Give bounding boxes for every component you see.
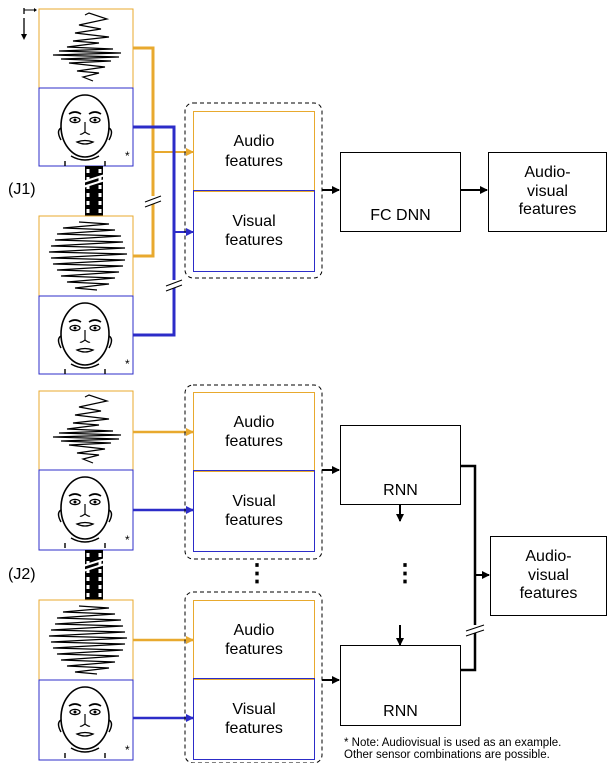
- j2-visual-features-box-top: Visual features: [193, 470, 315, 552]
- fc-dnn-box: FC DNN: [340, 152, 461, 232]
- j1-audiovisual-output-box: Audio- visual features: [488, 152, 607, 232]
- j1-audio-waveform-top: [38, 8, 134, 89]
- j1-audio-features-label: Audio features: [225, 133, 283, 170]
- j2-face-bottom: [38, 679, 134, 761]
- j2-audio-features-box-bottom: Audio features: [193, 600, 315, 680]
- j2-face-top-asterisk: *: [125, 533, 130, 547]
- j2-audio-features-label-top: Audio features: [225, 413, 283, 450]
- rnn-box-top: RNN: [340, 425, 461, 505]
- j1-label: (J1): [8, 181, 36, 198]
- j1-face-top-asterisk: *: [125, 149, 130, 163]
- j2-label: (J2): [8, 566, 36, 583]
- j2-face-bottom-asterisk: *: [125, 743, 130, 757]
- j2-audio-waveform-bottom: [38, 599, 134, 681]
- features-ellipsis: ⋮: [245, 560, 269, 587]
- rnn-top-label: RNN: [383, 482, 418, 499]
- j1-audiovisual-output-label: Audio- visual features: [518, 164, 577, 219]
- j2-audio-waveform-top: [38, 390, 134, 471]
- time-axis-icon: [21, 8, 37, 40]
- footnote: * Note: Audiovisual is used as an exampl…: [344, 737, 561, 761]
- j2-audio-features-label-bottom: Audio features: [225, 621, 283, 658]
- j2-visual-features-label-bottom: Visual features: [225, 700, 283, 737]
- j2-face-top: [38, 469, 134, 551]
- j1-break-marks: [144, 195, 183, 292]
- j2-visual-features-label-top: Visual features: [225, 492, 283, 529]
- footnote-line-2: Other sensor combinations are possible.: [344, 749, 550, 761]
- footnote-line-1: * Note: Audiovisual is used as an exampl…: [344, 737, 562, 749]
- j2-film-strip-icon: [82, 549, 106, 609]
- fc-dnn-label: FC DNN: [370, 207, 431, 224]
- j1-face-top: [38, 87, 134, 167]
- j2-visual-features-box-bottom: Visual features: [193, 678, 315, 760]
- j1-face-bottom: [38, 295, 134, 375]
- j1-visual-connector: [133, 125, 194, 337]
- j2-audiovisual-output-label: Audio- visual features: [519, 548, 578, 603]
- j1-audio-waveform-bottom: [38, 215, 134, 297]
- j2-audio-features-box-top: Audio features: [193, 392, 315, 472]
- j1-film-strip-icon: [82, 165, 106, 225]
- rnn-box-bottom: RNN: [340, 645, 461, 726]
- rnn-output-connector: [460, 464, 477, 672]
- j1-visual-features-box: Visual features: [193, 190, 315, 272]
- j2-feature-group-bottom: [184, 591, 323, 763]
- j1-audio-features-box: Audio features: [193, 111, 315, 192]
- j1-face-bottom-asterisk: *: [125, 357, 130, 371]
- rnn-break-marks: [465, 624, 485, 637]
- j1-visual-features-label: Visual features: [225, 212, 283, 249]
- rnn-bottom-label: RNN: [383, 703, 418, 720]
- j2-audiovisual-output-box: Audio- visual features: [490, 536, 607, 616]
- rnn-ellipsis: ⋮: [393, 560, 417, 587]
- j2-feature-group-top: [184, 384, 323, 560]
- j1-audio-connector: [133, 46, 194, 258]
